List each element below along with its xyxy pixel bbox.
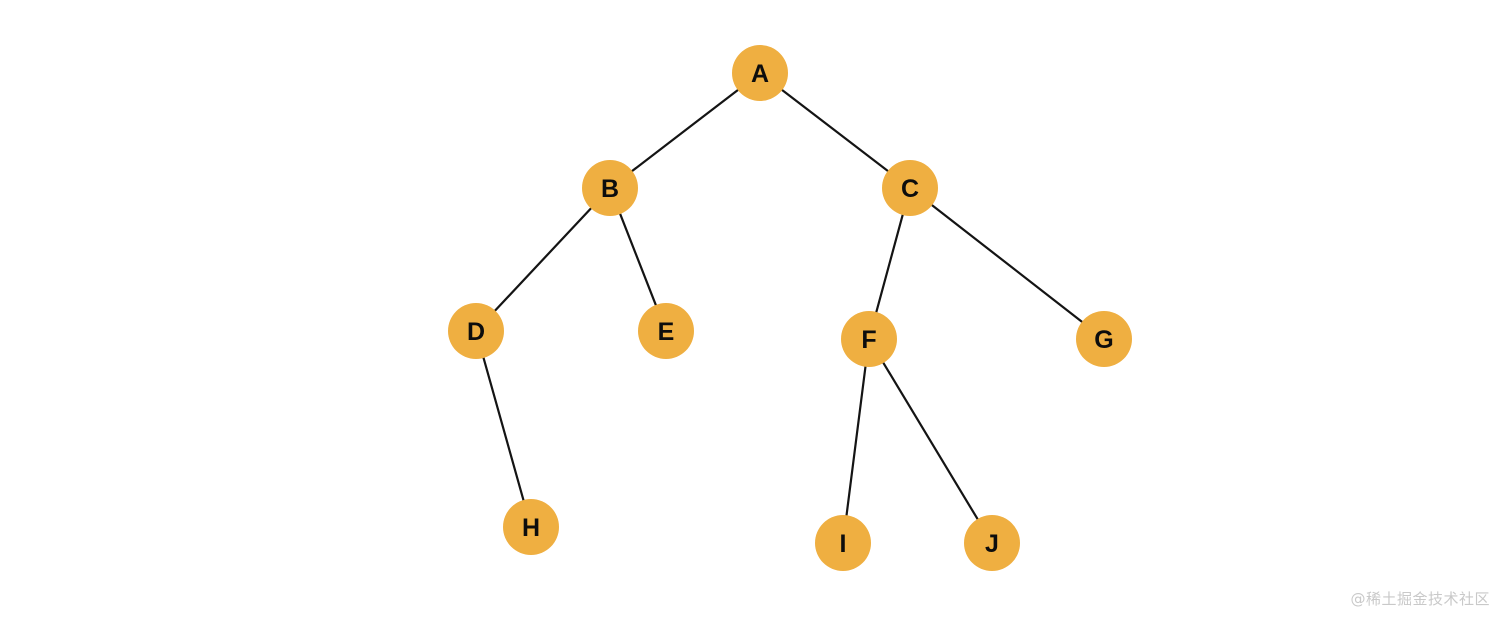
node-circle-g[interactable] — [1076, 311, 1132, 367]
tree-node-h[interactable]: H — [503, 499, 559, 555]
node-circle-i[interactable] — [815, 515, 871, 571]
tree-node-f[interactable]: F — [841, 311, 897, 367]
node-circle-j[interactable] — [964, 515, 1020, 571]
tree-edge-d-h — [481, 354, 526, 504]
tree-edge-a-c — [779, 87, 891, 174]
tree-edge-f-i — [845, 363, 867, 519]
node-circle-h[interactable] — [503, 499, 559, 555]
node-label-d: D — [467, 318, 485, 346]
node-label-i: I — [840, 530, 847, 558]
tree-node-e[interactable]: E — [638, 303, 694, 359]
edges-layer — [481, 87, 1085, 522]
tree-edge-b-e — [618, 211, 658, 308]
tree-node-d[interactable]: D — [448, 303, 504, 359]
node-label-f: F — [861, 326, 876, 354]
node-circle-b[interactable] — [582, 160, 638, 216]
tree-edge-f-j — [881, 360, 980, 522]
node-label-e: E — [658, 318, 675, 346]
node-circle-f[interactable] — [841, 311, 897, 367]
node-label-h: H — [522, 514, 540, 542]
tree-edge-c-g — [929, 202, 1085, 325]
node-circle-d[interactable] — [448, 303, 504, 359]
node-label-j: J — [985, 530, 999, 558]
tree-node-i[interactable]: I — [815, 515, 871, 571]
node-label-g: G — [1094, 326, 1113, 354]
node-label-b: B — [601, 175, 619, 203]
watermark-label: @稀土掘金技术社区 — [1350, 590, 1490, 608]
node-label-a: A — [751, 60, 769, 88]
tree-edge-c-f — [874, 211, 905, 316]
node-circle-a[interactable] — [732, 45, 788, 101]
nodes-layer: A B C D E F G H I J — [448, 45, 1132, 571]
tree-node-a[interactable]: A — [732, 45, 788, 101]
tree-node-g[interactable]: G — [1076, 311, 1132, 367]
node-circle-e[interactable] — [638, 303, 694, 359]
node-circle-c[interactable] — [882, 160, 938, 216]
tree-edge-b-d — [492, 205, 594, 314]
tree-node-b[interactable]: B — [582, 160, 638, 216]
tree-node-c[interactable]: C — [882, 160, 938, 216]
tree-node-j[interactable]: J — [964, 515, 1020, 571]
tree-edge-a-b — [629, 87, 741, 174]
node-label-c: C — [901, 175, 919, 203]
